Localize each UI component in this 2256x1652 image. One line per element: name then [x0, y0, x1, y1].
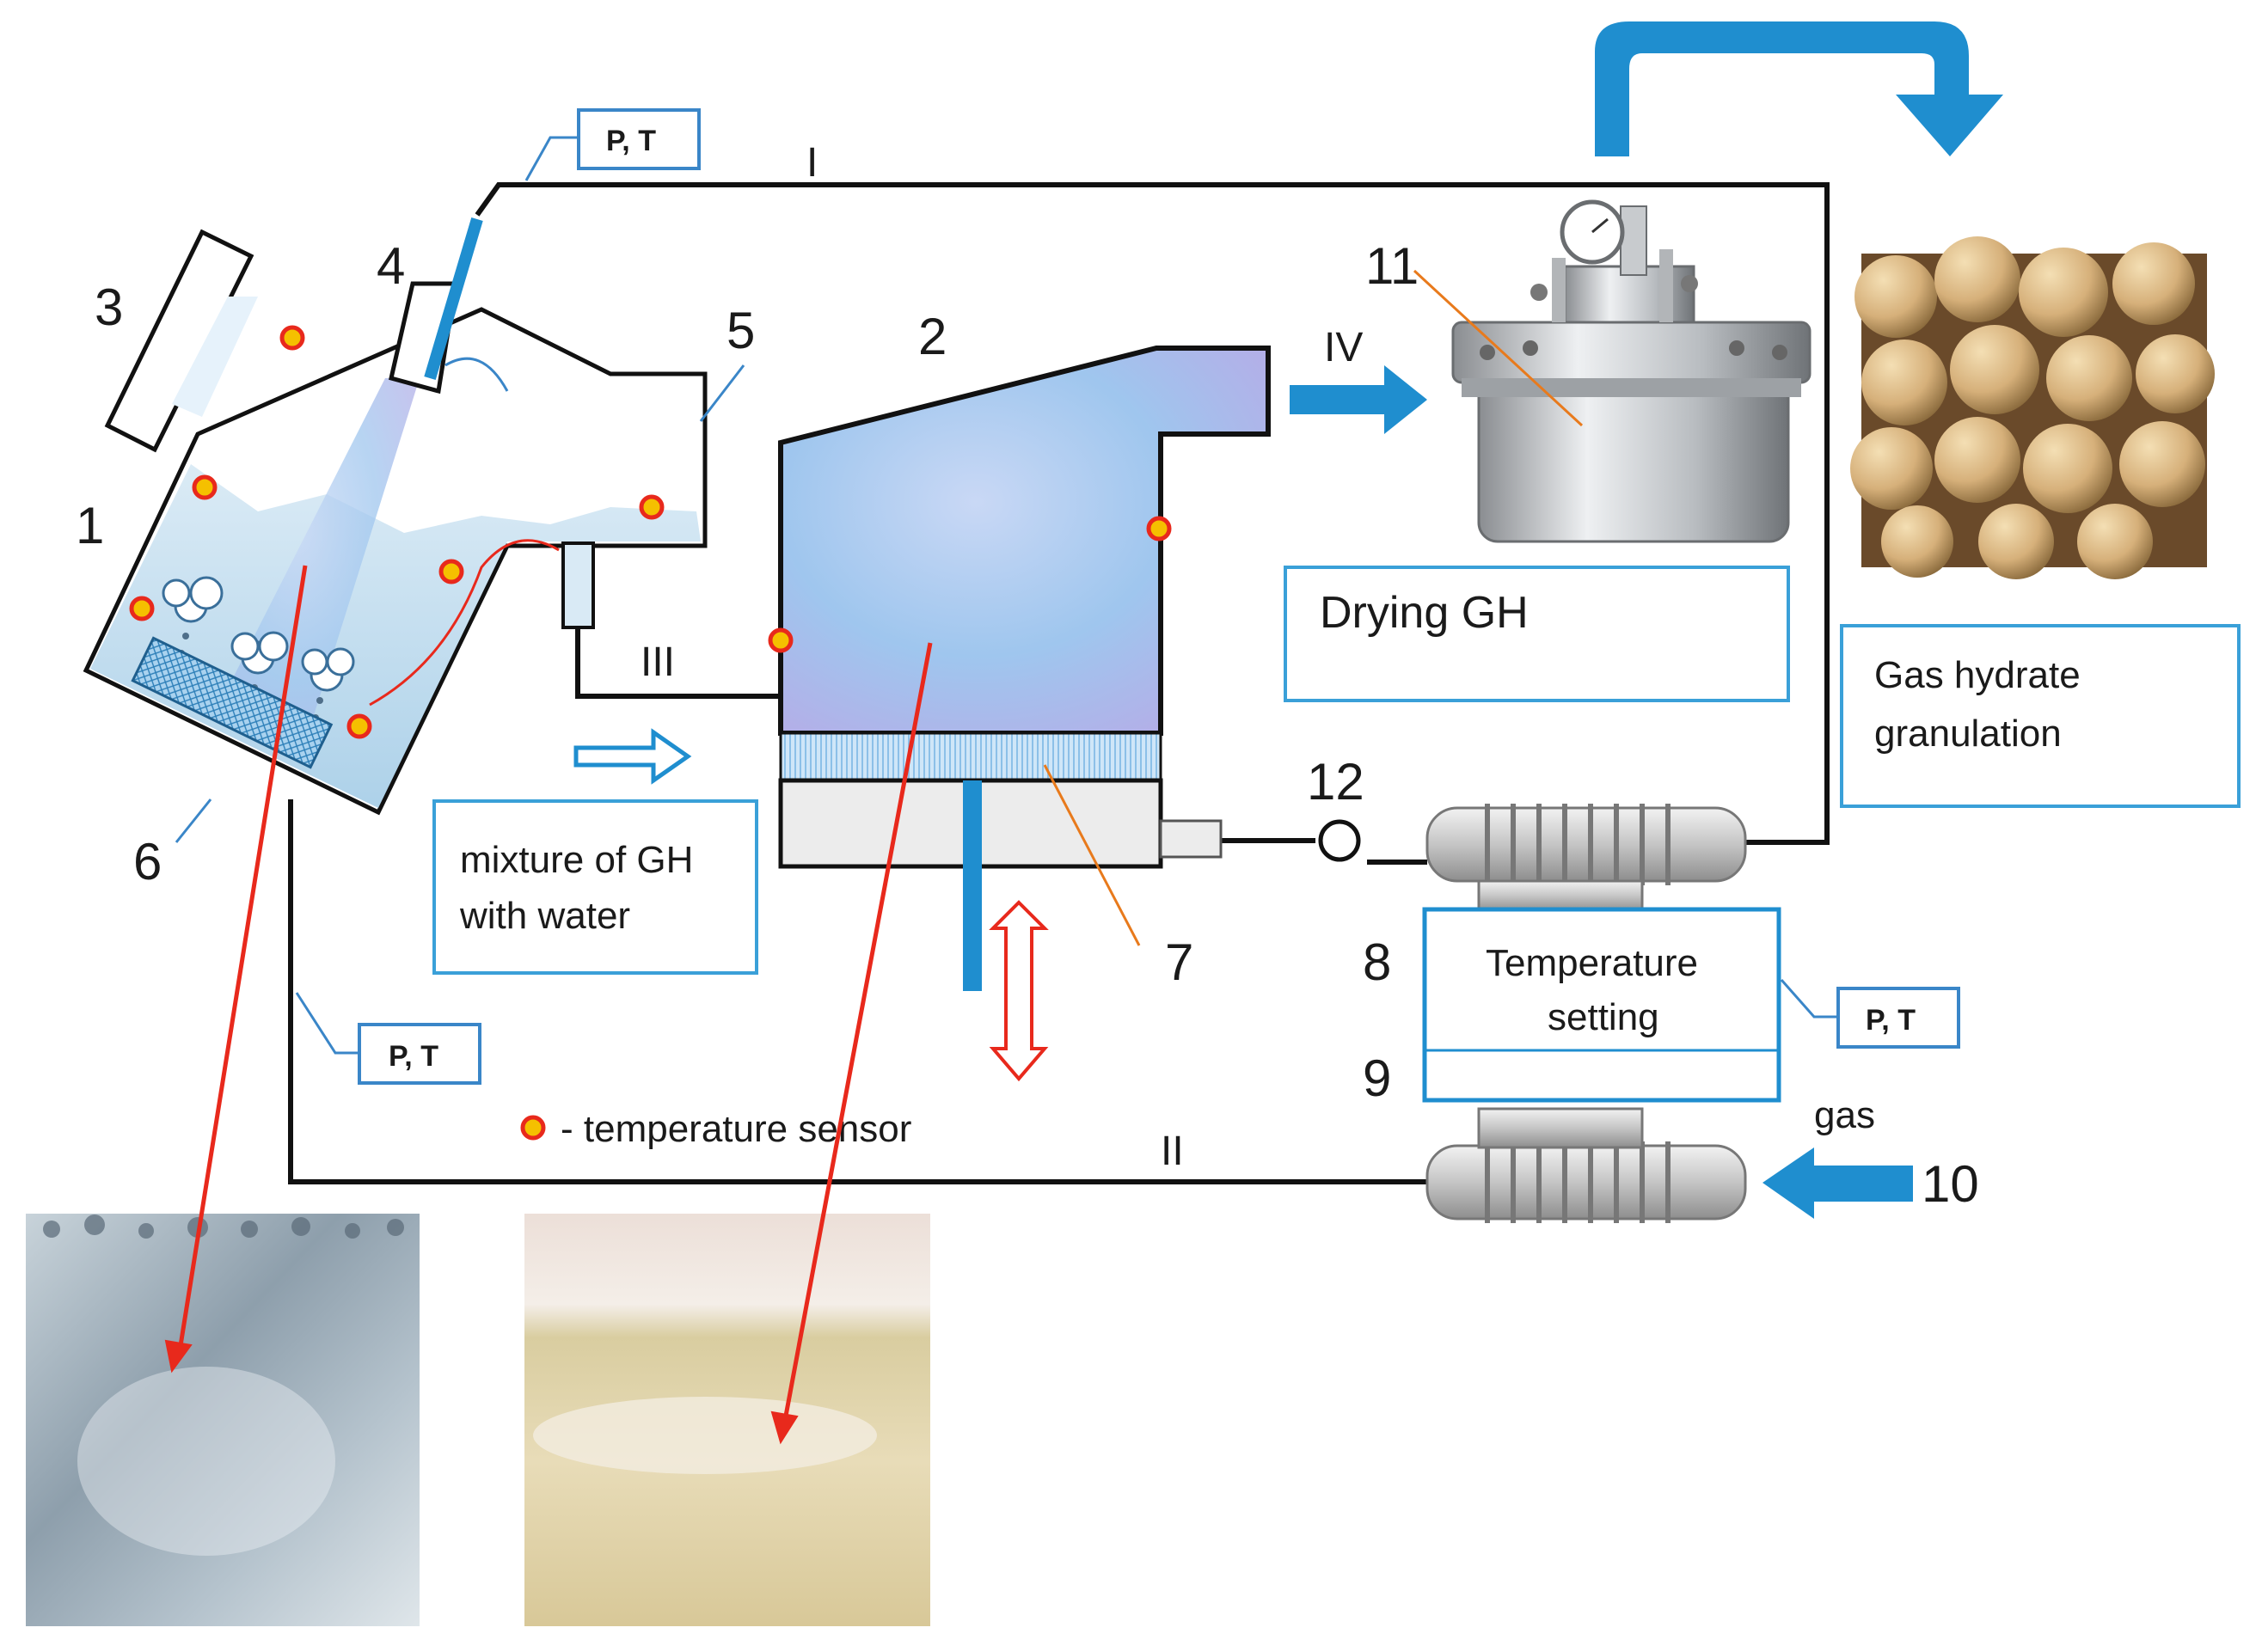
line-II-label: II — [1161, 1129, 1184, 1174]
label-4: 4 — [377, 237, 405, 295]
flow-arrow-IV — [1290, 365, 1427, 434]
gas-label: gas — [1814, 1094, 1875, 1136]
line-I-label: I — [806, 140, 818, 186]
legend-sensor-icon — [520, 1115, 546, 1141]
pressure-vessel-11 — [1451, 199, 1812, 543]
pointer-arrows — [164, 565, 933, 1445]
granulation-line-1: Gas hydrate — [1874, 654, 2081, 696]
leader-5 — [699, 364, 745, 422]
pipe-lines — [288, 182, 1830, 1184]
label-11: 11 — [1365, 237, 1419, 295]
label-12: 12 — [1307, 753, 1364, 811]
filter-6 — [131, 636, 334, 769]
line-IV-label: IV — [1324, 325, 1363, 370]
label-7: 7 — [1165, 933, 1193, 991]
pt-box-left — [358, 1023, 481, 1085]
temperature-setting-box — [1422, 907, 1781, 1103]
label-10: 10 — [1922, 1155, 1979, 1213]
heat-exchanger-lower — [1425, 1107, 1747, 1223]
pump-12 — [1318, 819, 1361, 862]
pt-label-right: P, T — [1866, 1004, 1916, 1037]
double-arrow — [989, 900, 1049, 1082]
line-III-pipe — [575, 627, 781, 699]
pt-box-top — [577, 108, 701, 170]
sensor-dot — [192, 474, 218, 500]
line-II-pipe — [288, 799, 1444, 1184]
granulation-line-2: granulation — [1874, 713, 2062, 755]
curved-arrow — [1595, 21, 2003, 156]
window-3 — [104, 229, 258, 453]
mixture-box — [432, 799, 758, 975]
sensor-dot — [279, 325, 305, 351]
drying-box — [1284, 566, 1790, 702]
legend-sensor-text: - temperature sensor — [561, 1108, 911, 1150]
label-1: 1 — [76, 497, 104, 554]
leader-7 — [1043, 764, 1141, 946]
sensor-dot — [346, 713, 372, 739]
label-3: 3 — [95, 278, 123, 336]
sensor-dot — [438, 559, 464, 584]
label-5: 5 — [726, 302, 755, 359]
outlet-tube — [561, 541, 595, 629]
pt-label-top: P, T — [606, 125, 656, 157]
pt-label-left: P, T — [389, 1040, 438, 1073]
flow-arrow-hollow — [573, 728, 692, 785]
photo-bubbling-water — [26, 1214, 420, 1626]
temperature-line-2: setting — [1548, 996, 1659, 1038]
temperature-line-1: Temperature — [1486, 942, 1698, 984]
leader-11 — [1413, 269, 1584, 427]
nozzle-4 — [389, 217, 483, 395]
mixture-line-2: with water — [459, 895, 630, 937]
temperature-sensors-reactor-1 — [129, 325, 665, 739]
label-6: 6 — [133, 833, 162, 890]
photo-hydrate-layer — [524, 1214, 930, 1626]
piston-rod — [963, 780, 982, 991]
line-I-pipe — [475, 182, 1830, 845]
sensor-dot — [768, 627, 794, 653]
line-III-label: III — [641, 639, 675, 685]
label-8: 8 — [1363, 933, 1391, 991]
sensor-dot — [639, 494, 665, 520]
pump-line — [1221, 838, 1427, 865]
sensor-dot — [1146, 516, 1172, 541]
label-2: 2 — [918, 308, 947, 365]
mixture-line-1: mixture of GH — [460, 839, 693, 881]
sensor-dot — [129, 596, 155, 621]
heat-exchanger-upper — [1425, 804, 1747, 913]
granules-photo — [1850, 236, 2215, 579]
drying-label: Drying GH — [1320, 588, 1529, 638]
tank-2 — [768, 346, 1271, 991]
label-9: 9 — [1363, 1049, 1391, 1107]
filter-7 — [779, 731, 1162, 782]
granulation-box — [1840, 624, 2241, 808]
leader-6 — [175, 798, 212, 843]
gas-arrow — [1762, 1147, 1913, 1219]
